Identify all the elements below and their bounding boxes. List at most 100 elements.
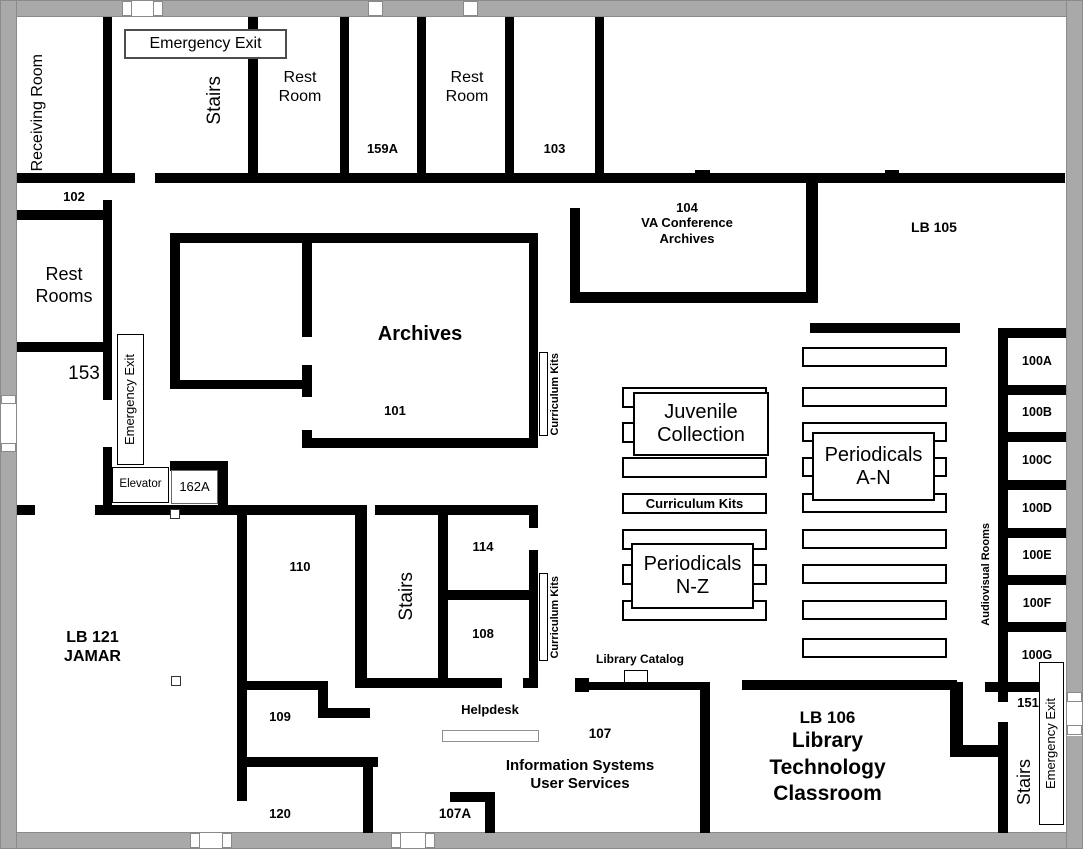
periodicals-an-area: Periodicals A-N — [812, 432, 935, 501]
room-restroom-right: Rest Room — [445, 68, 489, 105]
periodicals-nz-label: Periodicals N-Z — [643, 553, 742, 598]
room-103: 103 — [543, 140, 566, 156]
wall — [170, 380, 312, 389]
curriculum-kits-bracket — [539, 573, 548, 661]
room-lb105: LB 105 — [911, 218, 957, 235]
wall — [17, 173, 135, 183]
room-107a: 107A — [438, 805, 472, 821]
wall — [307, 438, 538, 448]
room-receiving: Receiving Room — [29, 53, 47, 172]
wall — [1008, 328, 1066, 338]
room-114: 114 — [472, 539, 494, 555]
column-marker — [170, 509, 180, 519]
door-opening — [391, 833, 435, 848]
wall — [355, 505, 367, 688]
room-110: 110 — [289, 559, 311, 575]
room-stairs-mid: Stairs — [395, 571, 417, 621]
room-restrooms: Rest Rooms — [35, 264, 93, 306]
wall — [806, 173, 818, 303]
bookshelf — [622, 457, 767, 478]
wall — [485, 795, 495, 833]
curriculum-kits-left-label: Curriculum Kits — [549, 352, 562, 436]
bookshelf — [802, 387, 947, 407]
room-162a-label: 162A — [179, 478, 210, 494]
room-109: 109 — [269, 709, 291, 725]
bookshelf — [802, 600, 947, 620]
wall — [1008, 480, 1066, 490]
wall — [985, 682, 1043, 692]
wall — [103, 17, 112, 173]
wall — [318, 681, 328, 718]
wall — [1008, 622, 1066, 632]
room-108: 108 — [472, 626, 494, 642]
wall — [340, 17, 349, 173]
wall — [95, 505, 363, 515]
wall — [1008, 385, 1066, 395]
wall — [237, 512, 247, 801]
door-jamb — [1067, 725, 1082, 735]
room-archives: Archives — [377, 323, 463, 345]
room-100f: 100F — [1022, 595, 1052, 610]
wall — [529, 550, 538, 688]
wall — [1008, 432, 1066, 442]
wall — [302, 365, 312, 397]
wall-column — [885, 170, 899, 183]
room-stairs-top: Stairs — [203, 75, 225, 125]
wall — [355, 678, 502, 688]
wall — [450, 792, 495, 802]
wall — [998, 692, 1008, 702]
wall — [700, 690, 710, 833]
wall — [328, 708, 370, 718]
outer-wall-bottom — [0, 832, 1083, 849]
room-100e: 100E — [1022, 547, 1052, 562]
elevator-label: Elevator — [119, 478, 162, 491]
emergency-exit-left-label: Emergency Exit — [122, 353, 138, 446]
wall — [170, 233, 538, 243]
wall — [363, 757, 373, 833]
wall — [103, 200, 112, 400]
room-159a: 159A — [366, 140, 399, 156]
room-100d: 100D — [1022, 500, 1052, 515]
wall — [103, 447, 112, 505]
wall — [1008, 575, 1066, 585]
juvenile-collection-area: Juvenile Collection — [633, 392, 769, 456]
door-opening — [122, 1, 163, 16]
wall — [950, 745, 1007, 757]
wall — [438, 512, 448, 688]
door-jamb — [222, 833, 232, 848]
bookshelf — [802, 347, 947, 367]
door-jamb — [463, 1, 478, 16]
room-100c: 100C — [1022, 452, 1052, 467]
wall — [578, 292, 816, 303]
room-100a: 100A — [1022, 353, 1052, 368]
wall — [218, 461, 228, 505]
wall — [302, 233, 312, 337]
curriculum-kits-shelf: Curriculum Kits — [622, 493, 767, 514]
emergency-exit-top: Emergency Exit — [124, 29, 287, 59]
door-jamb — [1067, 692, 1082, 702]
bookshelf — [802, 529, 947, 549]
wall — [998, 722, 1008, 757]
room-151: 151 — [1017, 695, 1039, 711]
room-stairs-bottom: Stairs — [1014, 758, 1035, 805]
bookshelf — [802, 638, 947, 658]
wall — [505, 17, 514, 173]
wall — [247, 757, 378, 767]
library-catalog-label: Library Catalog — [595, 652, 685, 667]
library-catalog-station — [624, 670, 648, 683]
wall — [595, 17, 604, 173]
emergency-exit-top-label: Emergency Exit — [149, 34, 262, 52]
helpdesk-label: Helpdesk — [461, 702, 519, 718]
bookshelf — [802, 564, 947, 584]
wall — [17, 505, 35, 515]
door-opening — [190, 833, 232, 848]
wall — [248, 17, 258, 173]
curriculum-kits-bracket — [539, 352, 548, 436]
periodicals-an-label: Periodicals A-N — [824, 443, 923, 489]
door-jamb — [1, 443, 16, 452]
wall — [448, 590, 538, 600]
